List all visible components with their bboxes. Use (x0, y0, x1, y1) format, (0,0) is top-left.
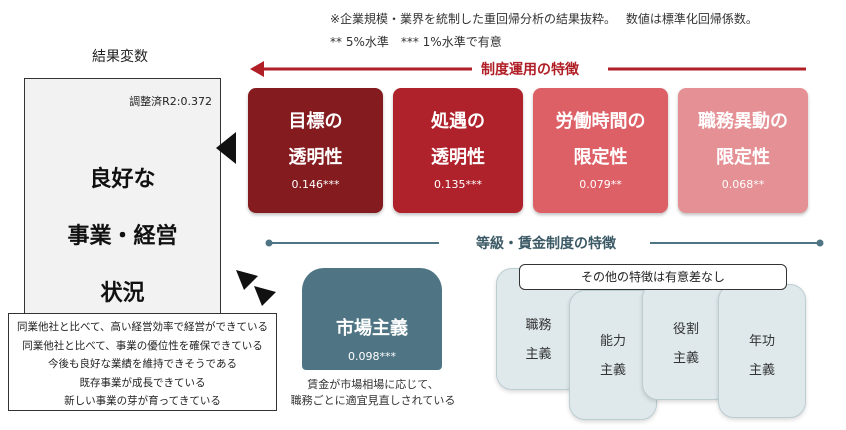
card-value: 0.079** (579, 178, 622, 191)
card-treatment-transparency: 処遇の 透明性 0.135*** (393, 88, 523, 213)
system-features-label: 制度運用の特徴 (481, 62, 579, 78)
card-value: 0.146*** (291, 178, 340, 191)
outcome-main-label: 良好な 事業・経営 状況 (67, 167, 178, 306)
outcome-item: 今後も良好な業績を維持できそうである (48, 358, 237, 370)
card-market-orientation: 市場主義 0.098*** (302, 268, 442, 370)
card-working-hours-limitation: 労働時間の 限定性 0.079** (533, 88, 668, 213)
system-features-arrow (250, 61, 806, 77)
card-value: 0.068** (721, 178, 765, 191)
card-goal-transparency: 目標の 透明性 0.146*** (248, 88, 383, 213)
card-job-transfer-limitation: 職務異動の 限定性 0.068** (678, 88, 808, 213)
outcome-title: 結果変数 (92, 49, 148, 65)
card-value: 0.135*** (434, 178, 482, 191)
grade-wage-features-label: 等級・賃金制度の特徴 (476, 236, 616, 252)
card-title: 目標の 透明性 (288, 111, 343, 168)
not-significant-label: その他の特徴は有意差なし (519, 264, 787, 290)
pill-seniority-based: 年功 主義 (718, 284, 806, 418)
outcome-item: 同業他社と比べて、高い経営効率で経営ができている (16, 321, 269, 333)
outcome-item: 同業他社と比べて、事業の優位性を確保できている (22, 339, 263, 352)
grade-wage-divider (265, 239, 824, 247)
note-line-1: ※企業規模・業界を統制した重回帰分析の結果抜粋。 数値は標準化回帰係数。 (330, 12, 758, 26)
note-line-2: ** 5%水準 *** 1%水準で有意 (330, 35, 502, 49)
card-title: 職務異動の 限定性 (698, 111, 788, 168)
outcome-items-box: 同業他社と比べて、高い経営効率で経営ができている 同業他社と比べて、事業の優位性… (8, 313, 277, 411)
adjusted-r2: 調整済R2:0.372 (129, 95, 212, 108)
card-title: 労働時間の 限定性 (555, 111, 646, 168)
card-title: 処遇の 透明性 (431, 111, 485, 168)
card-title: 市場主義 (336, 318, 408, 339)
market-note: 賃金が市場相場に応じて、 職務ごとに適宜見直しされている (290, 378, 456, 407)
card-value: 0.098*** (348, 350, 396, 363)
arrowhead-diagonal-icon (236, 270, 276, 306)
outcome-item: 新しい事業の芽が育ってきている (64, 395, 221, 407)
outcome-item: 既存事業が成長できている (79, 376, 206, 389)
arrowhead-left-icon (216, 132, 236, 164)
pill-role-based: 役割 主義 (642, 282, 730, 400)
